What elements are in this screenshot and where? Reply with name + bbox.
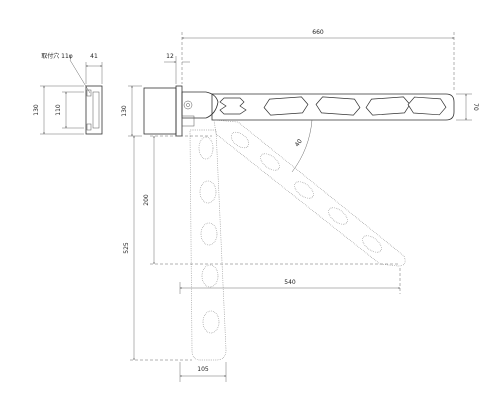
angle-label: 40 bbox=[294, 138, 304, 148]
hinge-lower-block bbox=[181, 115, 195, 127]
side-mount-slot-top bbox=[86, 89, 92, 97]
arm-hole-3 bbox=[315, 96, 361, 116]
diagonal-arm bbox=[213, 119, 406, 267]
side-width-label: 41 bbox=[90, 53, 98, 60]
side-profile-inner bbox=[92, 91, 100, 129]
front-dimensions: 660 12 130 70 200 525 540 105 bbox=[121, 29, 479, 382]
side-height-label: 130 bbox=[33, 104, 40, 116]
vertical-hole-2 bbox=[199, 180, 217, 204]
arm-hole-2 bbox=[263, 96, 309, 116]
wall-base-plate bbox=[143, 87, 177, 135]
vertical-hole-1 bbox=[198, 136, 214, 160]
total-height-label: 525 bbox=[123, 242, 130, 254]
diagonal-hole-3 bbox=[294, 181, 314, 199]
vertical-hole-4 bbox=[201, 264, 219, 288]
front-height-label: 130 bbox=[121, 105, 128, 117]
hinge-pin bbox=[186, 103, 190, 107]
reach-label: 540 bbox=[284, 279, 296, 286]
arm-height-label: 70 bbox=[472, 103, 479, 111]
front-view: 40 bbox=[143, 85, 455, 361]
arm-hole-1 bbox=[219, 97, 247, 115]
diagonal-hole-2 bbox=[260, 153, 280, 171]
vertical-hole-5 bbox=[202, 310, 220, 334]
top-width-label: 660 bbox=[312, 29, 324, 36]
hinge-block bbox=[181, 91, 219, 119]
horizontal-arm bbox=[211, 93, 455, 121]
folded-vertical-arm bbox=[189, 129, 227, 361]
arm-hole-5 bbox=[407, 96, 447, 116]
diagonal-hole-4 bbox=[328, 207, 348, 225]
offset-label: 12 bbox=[166, 53, 174, 60]
mount-flange bbox=[175, 85, 183, 137]
bottom-width-label: 105 bbox=[197, 366, 209, 373]
hinge-pivot bbox=[183, 100, 193, 110]
side-view: 41 取付穴 11φ 130 110 bbox=[33, 52, 103, 135]
hole-leader-line bbox=[69, 59, 91, 94]
side-inner-label: 110 bbox=[55, 104, 62, 116]
vertical-hole-3 bbox=[200, 222, 218, 246]
drop-label: 200 bbox=[143, 194, 150, 206]
hole-note-label: 取付穴 11φ bbox=[41, 52, 73, 60]
side-profile-outer bbox=[85, 85, 103, 135]
diagonal-hole-1 bbox=[230, 131, 250, 149]
angle-arc bbox=[291, 119, 313, 173]
side-mount-slot-bottom bbox=[86, 123, 92, 131]
diagonal-hole-5 bbox=[362, 235, 382, 253]
arm-hole-4 bbox=[365, 96, 411, 116]
